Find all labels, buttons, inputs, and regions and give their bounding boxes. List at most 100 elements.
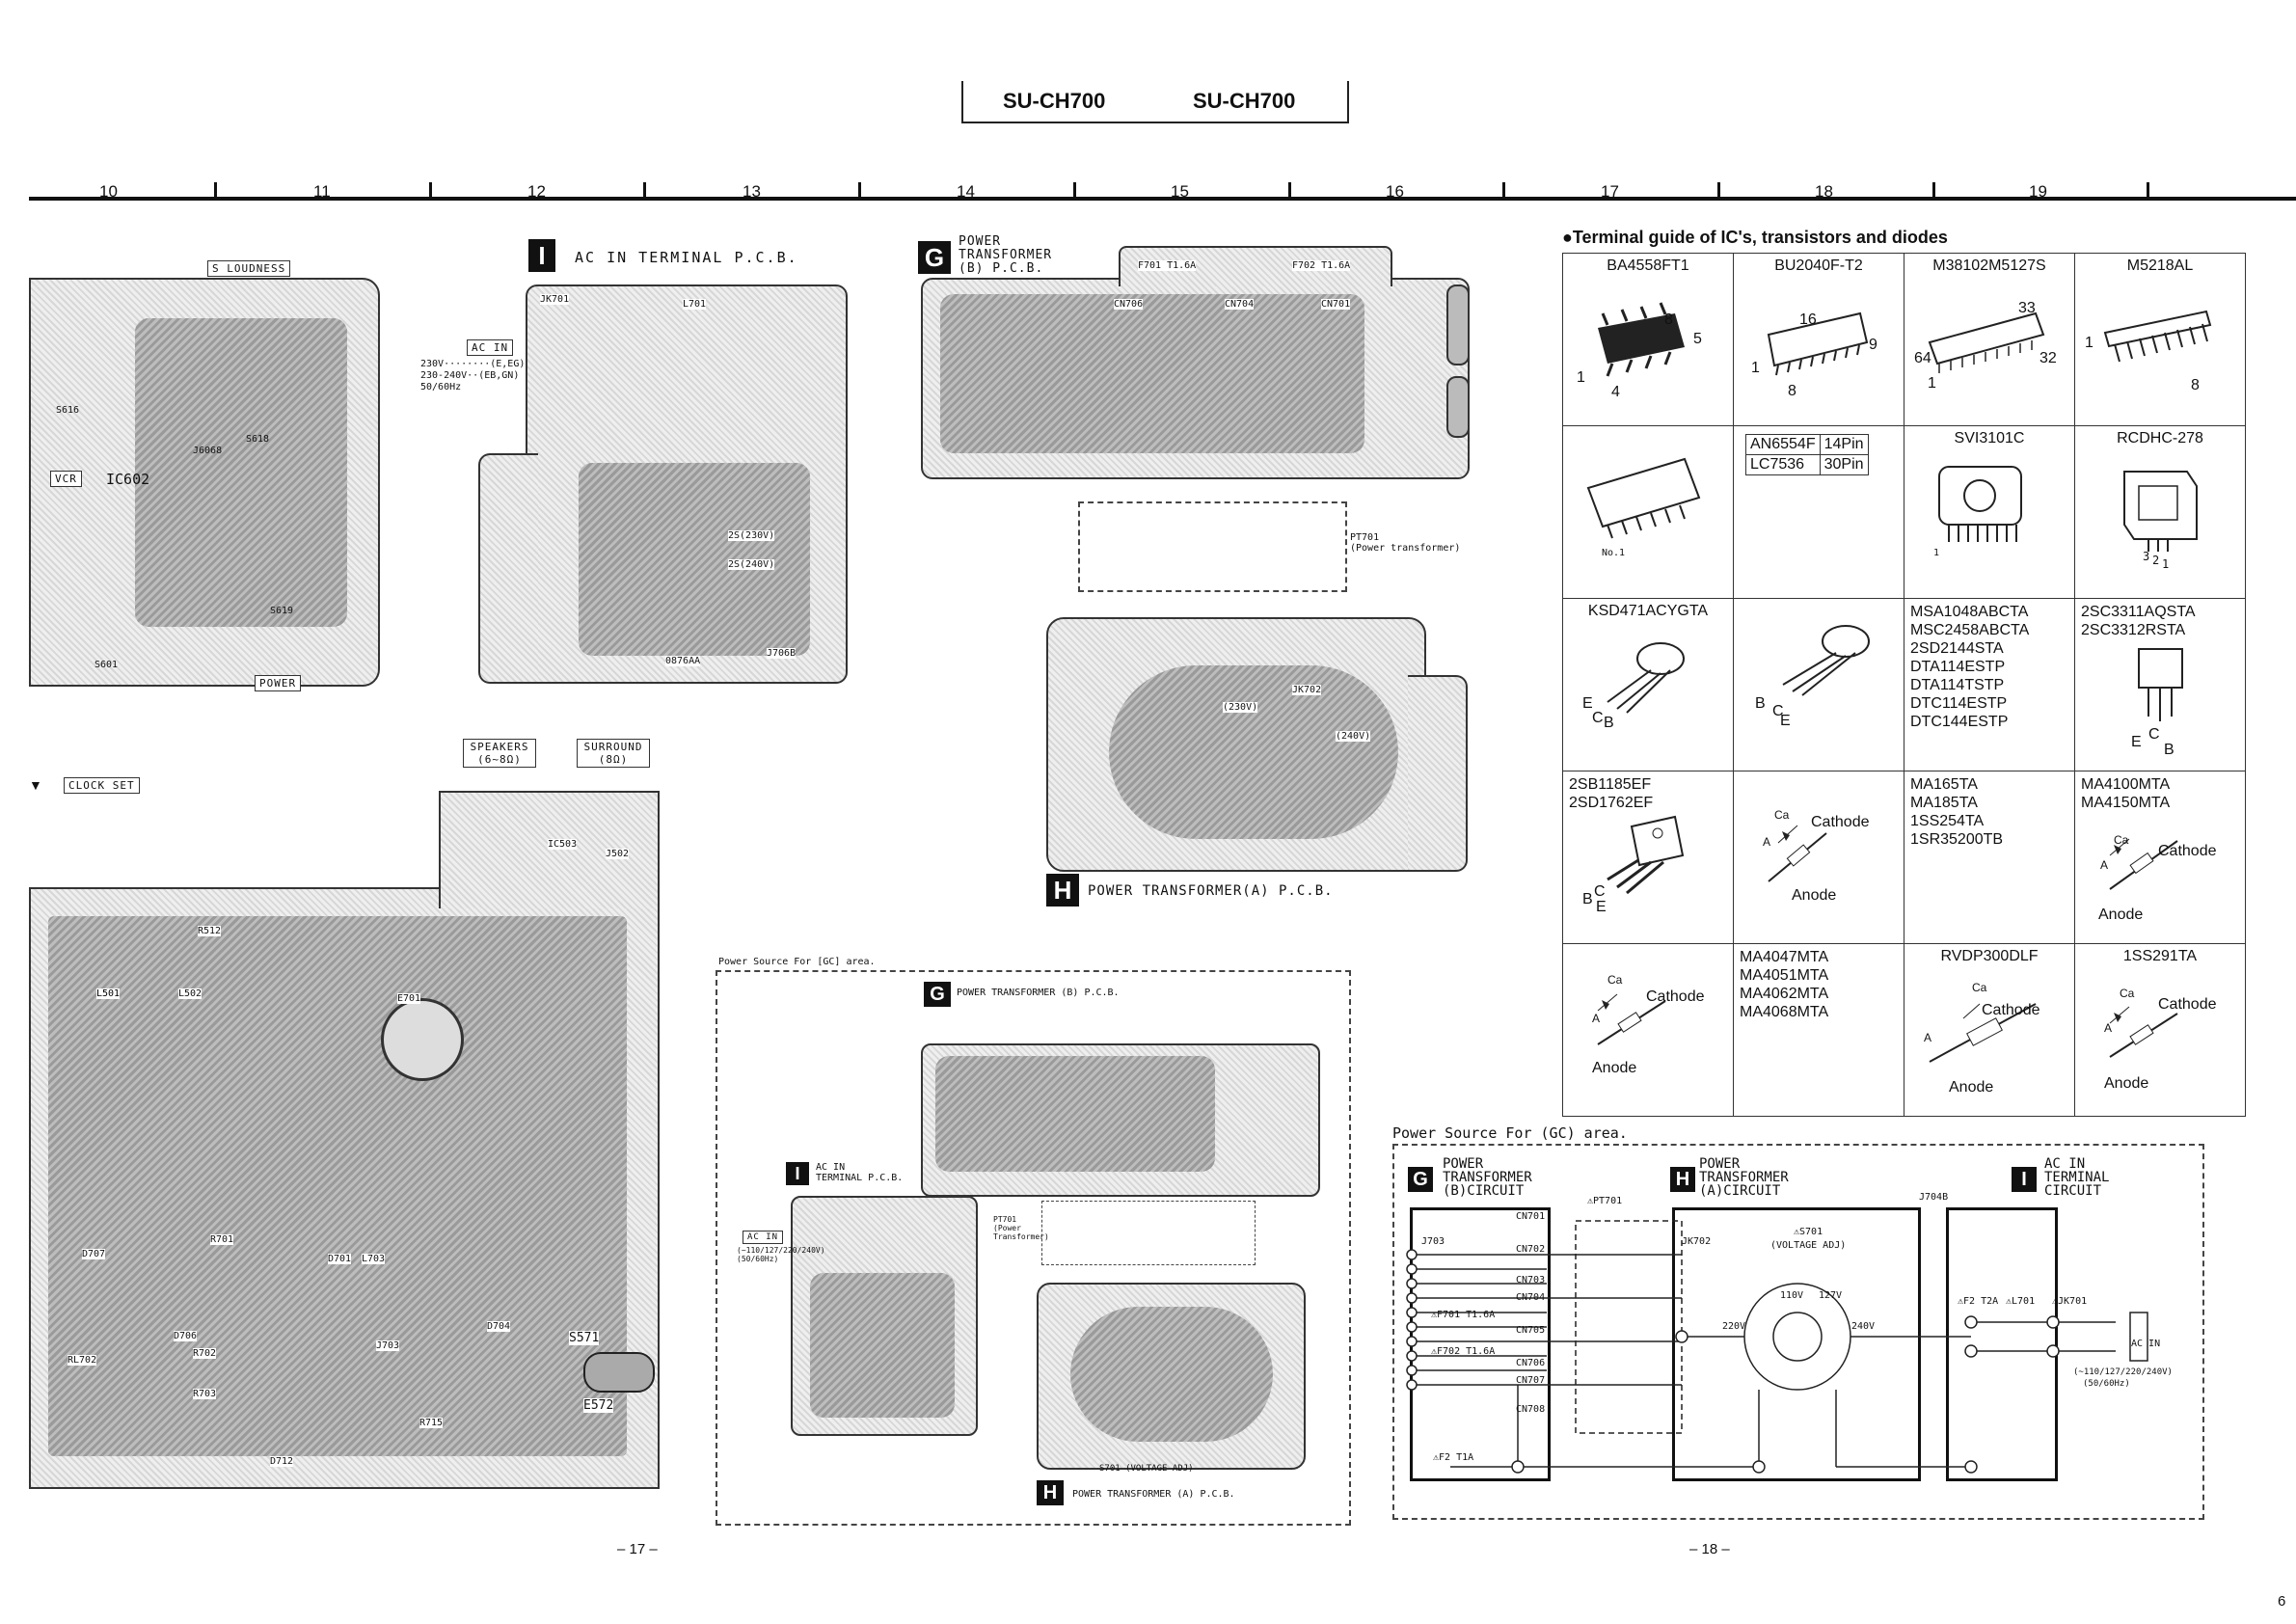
anode-label: Anode (2104, 1075, 2149, 1092)
sch-cn-label: CN701 (1516, 1211, 1546, 1222)
cathode-label: Cathode (1811, 814, 1870, 830)
pin-label: 1 (1928, 375, 1936, 392)
l701-label: L701 (683, 299, 707, 310)
ic-soic8-icon (1598, 302, 1685, 377)
ruler-tick (2147, 182, 2149, 200)
ruler-number: 17 (1601, 182, 1619, 201)
ruler-number: 16 (1386, 182, 1404, 201)
pin-label: 3 (2143, 550, 2150, 563)
page-corner-number: 6 (2278, 1593, 2286, 1610)
pin-label: 1 (1933, 548, 1940, 558)
ruler-tick (858, 182, 861, 200)
guide-cell: 1SS291TA Ca A Cathode Anode (2074, 943, 2246, 1117)
ruler-number: 11 (313, 182, 331, 201)
gc-g-title: POWER TRANSFORMER (B) P.C.B. (957, 988, 1120, 998)
gc-ac-in-traces (810, 1273, 955, 1418)
sch-h-block (1672, 1207, 1921, 1481)
header-frame (961, 81, 1349, 123)
gc-area-caption: Power Source For [GC] area. (718, 957, 876, 967)
part-number: MA4051MTA (1740, 967, 1829, 984)
guide-cell: MA4047MTA MA4051MTA MA4062MTA MA4068MTA (1733, 943, 1904, 1117)
gc-ac-in-label: AC IN (743, 1231, 784, 1244)
ruler-number: 13 (743, 182, 761, 201)
ruler-number: 15 (1171, 182, 1189, 201)
sch-127v-label: 127V (1819, 1290, 1843, 1301)
pin-label: C (1594, 883, 1606, 900)
ruler-tick (1932, 182, 1935, 200)
pin-label: 2 (2152, 554, 2160, 567)
sch-cn-label: CN703 (1516, 1275, 1546, 1286)
e572-label: E572 (583, 1398, 614, 1413)
part-number: BU2040F-T2 (1774, 257, 1863, 274)
pin-label: 32 (2039, 350, 2057, 366)
transistor-to92-icon (1782, 625, 1870, 696)
cn-label: CN706 (1114, 299, 1144, 310)
guide-cell: BA4558FT1 8 5 1 4 (1562, 253, 1734, 426)
model-label-right: SU-CH700 (1193, 89, 1296, 113)
ruler-tick (214, 182, 217, 200)
e701-label: E701 (397, 993, 421, 1004)
pin-label: C (1772, 703, 1784, 719)
part-number: RCDHC-278 (2117, 430, 2203, 447)
gc-pt701-outline (1041, 1201, 1256, 1265)
part-number: M38102M5127S (1932, 257, 2046, 274)
sch-ac-in-label: AC IN (2131, 1339, 2161, 1349)
gc-schematic-wiring (1406, 1220, 2148, 1474)
pin-label: E (1582, 695, 1593, 712)
cathode-label: Cathode (1982, 1002, 2040, 1018)
gc-i-badge: I (786, 1162, 809, 1185)
guide-cell: MSA1048ABCTA MSC2458ABCTA 2SD2144STA DTA… (1904, 598, 2075, 771)
sch-i-block (1946, 1207, 2058, 1481)
board-code-label: 0876AA (665, 656, 701, 666)
cathode-label: Cathode (1646, 988, 1705, 1005)
s618-label: S618 (246, 434, 270, 445)
part-number: MA4150MTA (2081, 795, 2171, 811)
sch-j703-label: J703 (1421, 1236, 1445, 1247)
pt701-desc: (Power transformer) (1350, 543, 1461, 554)
ac-in-pcb-tab (478, 453, 538, 684)
sch-jk702-label: JK702 (1682, 1236, 1712, 1247)
sch-cn-label: CN707 (1516, 1375, 1546, 1386)
part-number: DTA114TSTP (1910, 677, 2005, 693)
pin-label: No.1 (1602, 548, 1626, 558)
s2-240v-label: 2S(240V) (728, 559, 775, 570)
part-number: MA4068MTA (1740, 1004, 1829, 1020)
ruler-tick (1073, 182, 1076, 200)
fuse-label: F701 T1.6A (1138, 260, 1197, 271)
diode-icon (1597, 993, 1666, 1045)
pin-count-part: LC7536 (1745, 454, 1821, 475)
pin-label: B (1755, 695, 1766, 712)
anode-abbr: A (1763, 835, 1771, 849)
guide-cell: 2SB1185EF 2SD1762EF B C E (1562, 771, 1734, 944)
sch-pt701-label: ⚠PT701 (1587, 1196, 1623, 1206)
part-number: DTC144ESTP (1910, 714, 2009, 730)
guide-cell: M38102M5127S 33 64 1 32 (1904, 253, 2075, 426)
sch-h-title: POWER TRANSFORMER (A)CIRCUIT (1699, 1156, 1789, 1199)
sch-f2-t2a-label: ⚠F2 T2A (1958, 1296, 1999, 1307)
guide-cell: MA4100MTA MA4150MTA Ca A Cathode Anode (2074, 771, 2246, 944)
guide-row: Ca A Cathode Anode MA4047MTA MA4051MTA M… (1562, 943, 2246, 1117)
guide-cell: BU2040F-T2 16 9 1 8 (1733, 253, 1904, 426)
gc-schematic-frame (1392, 1144, 2204, 1520)
cathode-abbr: Ca (2114, 833, 2129, 847)
sch-cn-label: CN706 (1516, 1358, 1546, 1368)
ac-in-traces (579, 463, 810, 656)
diode-icon (1929, 1003, 2037, 1063)
part-number: 2SC3311AQSTA (2081, 604, 2196, 620)
cathode-abbr: Ca (1774, 808, 1790, 822)
anode-label: Anode (1949, 1079, 1994, 1096)
sch-g-badge: G (1408, 1167, 1433, 1192)
ruler-tick (1502, 182, 1505, 200)
sch-g-title: POWER TRANSFORMER (B)CIRCUIT (1443, 1156, 1532, 1199)
section-g-badge: G (918, 241, 951, 274)
diode-icon (2109, 1006, 2178, 1058)
transistor-sip-icon (2138, 648, 2183, 721)
gc-voltage-note: (~110/127/220/240V) (50/60Hz) (737, 1246, 825, 1263)
sch-i-badge: I (2012, 1167, 2037, 1192)
transformer-b-mount (1446, 284, 1470, 365)
pin-label: E (2131, 734, 2142, 750)
part-number: MA4047MTA (1740, 949, 1829, 965)
ic-module-icon (1938, 466, 2022, 542)
s2-230v-label: 2S(230V) (728, 530, 775, 541)
sch-jk701-label: ⚠JK701 (2052, 1296, 2088, 1307)
